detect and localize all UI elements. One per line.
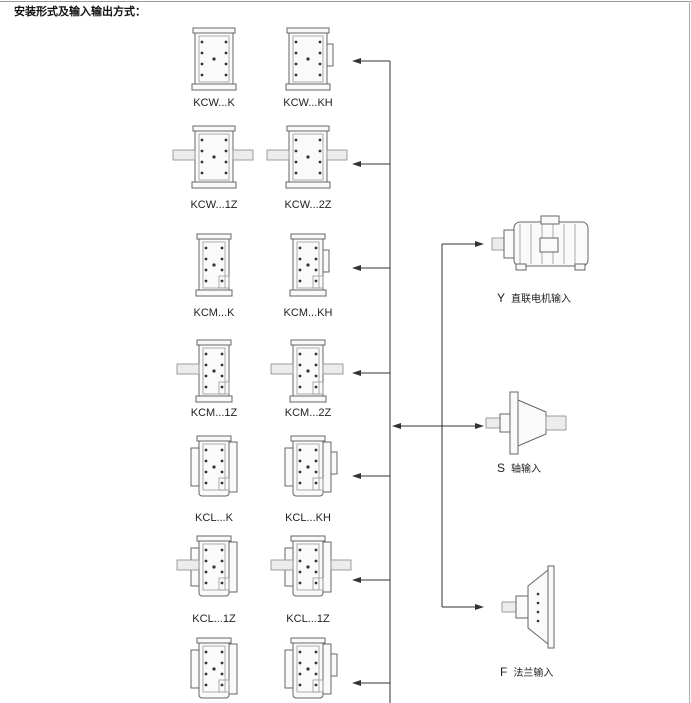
gearbox-unit	[190, 637, 238, 699]
mounting-label-right: KCW...2Z	[284, 199, 332, 211]
mounting-label-left: KCL...1Z	[192, 613, 236, 625]
mounting-label-right: KCL...KH	[285, 512, 331, 524]
mounting-label-left: KCM...K	[193, 307, 235, 319]
gearbox-unit	[285, 27, 334, 91]
connector-lines	[352, 58, 484, 703]
gearbox-unit	[176, 535, 238, 597]
gearbox-unit	[270, 339, 344, 403]
mounting-label-left: KCW...1Z	[190, 199, 238, 211]
mounting-label-right: KCL...1Z	[286, 613, 330, 625]
gearbox-unit	[190, 435, 238, 497]
row-arrowhead	[352, 161, 361, 167]
input-arrowhead	[475, 423, 484, 429]
gearbox-unit	[270, 535, 352, 597]
input-code: S	[497, 461, 506, 475]
gearbox-unit	[195, 233, 233, 297]
motor-icon	[491, 215, 589, 271]
mounting-label-right: KCM...2Z	[284, 407, 332, 419]
input-option-label: F 法兰输入	[500, 664, 553, 679]
input-label-text: 轴输入	[511, 464, 542, 475]
gearbox-unit	[284, 435, 338, 497]
gearbox-unit	[284, 637, 338, 699]
gearbox-unit	[172, 125, 254, 189]
row-arrowhead	[352, 473, 361, 479]
mounting-label-left: KCW...K	[193, 97, 235, 109]
input-code: F	[500, 665, 508, 679]
gearbox-unit	[176, 339, 233, 403]
flange-input-icon	[501, 565, 555, 649]
row-arrowhead	[352, 370, 361, 376]
main-arrowhead	[392, 423, 401, 429]
gearbox-unit	[191, 27, 237, 91]
input-icons	[485, 215, 589, 649]
page-title: 安装形式及输入输出方式：	[14, 5, 146, 18]
shaft-input-icon	[485, 391, 567, 455]
mounting-label-right: KCM...KH	[283, 307, 333, 319]
input-arrowhead	[475, 604, 484, 610]
gearbox-unit	[289, 233, 330, 297]
input-label-text: 法兰输入	[513, 668, 554, 679]
input-label-text: 直联电机输入	[511, 294, 572, 305]
input-option-label: S 轴输入	[497, 460, 541, 475]
row-arrowhead	[352, 680, 361, 686]
mounting-label-left: KCL...K	[195, 512, 233, 524]
top-border	[0, 1, 691, 2]
row-arrowhead	[352, 577, 361, 583]
input-code: Y	[497, 291, 506, 305]
mounting-label-left: KCM...1Z	[190, 407, 238, 419]
gearbox-units	[172, 27, 352, 699]
gearbox-unit	[266, 125, 348, 189]
input-arrowhead	[475, 241, 484, 247]
right-border	[689, 1, 690, 703]
row-arrowhead	[352, 265, 361, 271]
row-arrowhead	[352, 58, 361, 64]
mounting-label-right: KCW...KH	[283, 97, 333, 109]
input-option-label: Y 直联电机输入	[497, 290, 571, 305]
